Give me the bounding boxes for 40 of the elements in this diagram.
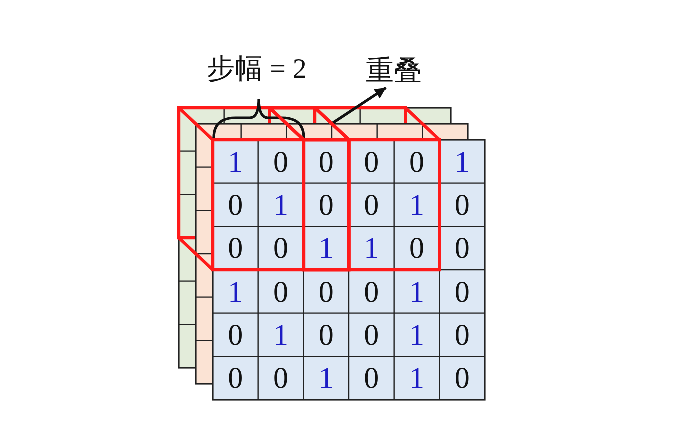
matrix-value: 0 [410, 148, 424, 178]
matrix-value: 1 [410, 191, 424, 221]
matrix-value: 0 [318, 148, 334, 178]
leader-arrow [331, 86, 387, 126]
matrix-value: 0 [228, 191, 244, 221]
matrix-value: 0 [274, 278, 288, 308]
stride-label: 步幅 = 2 [207, 54, 307, 86]
matrix-value: 0 [274, 234, 288, 264]
matrix-value: 1 [410, 321, 424, 351]
matrix-value: 0 [364, 364, 380, 394]
overlap-label: 重叠 [366, 56, 422, 88]
matrix-value: 0 [364, 278, 380, 308]
matrix-value: 0 [364, 148, 380, 178]
matrix-value: 1 [318, 364, 334, 394]
matrix-value: 1 [274, 321, 288, 351]
matrix-value: 1 [318, 234, 334, 264]
matrix-value: 1 [454, 148, 470, 178]
matrix-value: 1 [228, 278, 244, 308]
matrix-value: 0 [454, 234, 470, 264]
matrix-value: 0 [228, 234, 244, 264]
matrix-value: 0 [364, 321, 380, 351]
matrix-value: 0 [364, 191, 380, 221]
matrix-value: 0 [410, 234, 424, 264]
matrix-value: 0 [454, 321, 470, 351]
overlap-region [268, 106, 351, 272]
matrix-value: 1 [274, 191, 288, 221]
matrix-value: 0 [228, 364, 244, 394]
matrix-value: 0 [454, 364, 470, 394]
matrix-value: 1 [410, 278, 424, 308]
matrix-value: 0 [274, 364, 288, 394]
matrix-value: 0 [454, 191, 470, 221]
matrix-value: 0 [318, 321, 334, 351]
matrix-value: 1 [410, 364, 424, 394]
matrix-value: 0 [318, 278, 334, 308]
matrix-value: 1 [364, 234, 380, 264]
matrix-value: 0 [318, 191, 334, 221]
matrix-value: 1 [228, 148, 244, 178]
matrix-value: 0 [228, 321, 244, 351]
matrix-value: 0 [274, 148, 288, 178]
matrix-value: 0 [454, 278, 470, 308]
